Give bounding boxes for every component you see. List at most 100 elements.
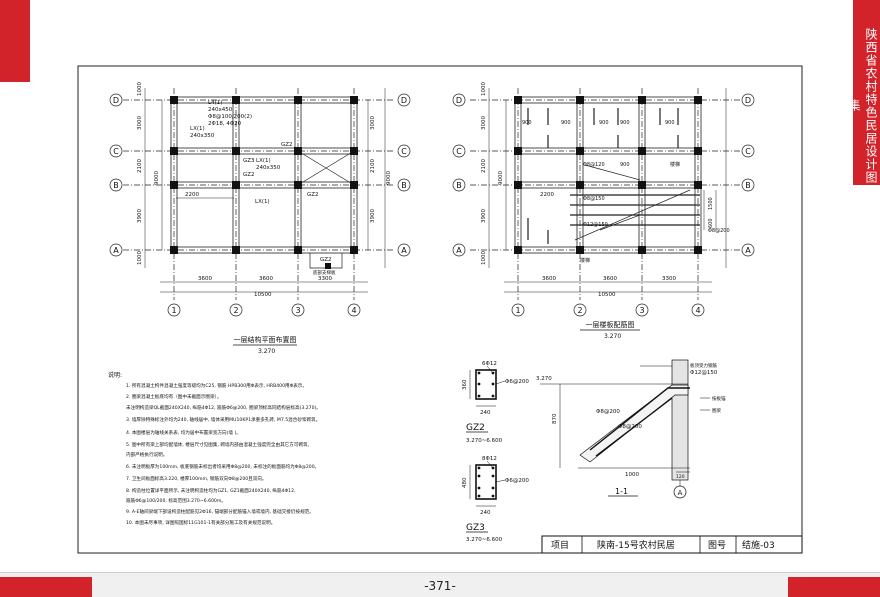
p2-dim-1000-bot: 1000 — [481, 251, 487, 265]
axis-bubble-c-left: C — [113, 147, 119, 156]
stair-diagonal-2 — [297, 150, 355, 186]
left-red-tab — [0, 0, 30, 82]
dim-col-10500: 10500 — [254, 292, 272, 298]
p2-dim-3600-a: 3600 — [542, 276, 556, 282]
note-5b: 内部严格执行说明。 — [126, 451, 167, 458]
label-lx2: LX(1) — [256, 158, 271, 164]
plan2-axis-bubbles: D C B A D C B A 1 2 3 4 — [452, 93, 755, 317]
right-red-tab: 陕西省农村特色民居设计图集 — [847, 0, 880, 185]
p2-dim-3900: 3900 — [481, 209, 487, 223]
title-project-name: 陕南-15号农村民居 — [597, 539, 675, 551]
p2-dim-3300: 3300 — [662, 276, 676, 282]
note-3: 3. 墙厚除特殊标注外均为240, 轴线居中, 墙体采用MU10KP1承重多孔砖… — [126, 416, 320, 423]
dim-left-9000: 9000 — [154, 171, 160, 185]
section-w1000: 1000 — [625, 472, 639, 478]
label-gz3: GZ3 — [243, 158, 255, 164]
section-top-note: 板顶受力钢筋 — [690, 362, 717, 369]
section-bar-1: Φ8@200 — [618, 424, 642, 430]
axis-bubble-b-left: B — [113, 181, 119, 190]
gz2-detail: 6Φ12 Φ6@200 360 240 GZ2 3.270~6.600 — [462, 361, 529, 444]
note-8b: 箍筋Φ6@100/200, 标高范围3.270~6.600m。 — [126, 497, 226, 504]
dim-2200: 2200 — [185, 192, 199, 198]
section-axis: A — [678, 489, 683, 497]
p2-bubble-b-right: B — [745, 181, 751, 190]
p2-bubble-2: 2 — [577, 306, 582, 315]
axis-bubble-d-left: D — [113, 96, 119, 105]
dim-left-3000: 3000 — [137, 116, 143, 130]
axis-bubble-a-right: A — [401, 246, 407, 255]
series-title: 陕西省农村特色民居设计图集 — [847, 27, 878, 184]
p2-bubble-1: 1 — [515, 306, 520, 315]
label-900-f: 900 — [620, 162, 630, 168]
label-note-r8: Φ8@200 — [708, 228, 730, 234]
dim-600: 600 — [708, 218, 714, 228]
p2-bubble-a-right: A — [745, 246, 751, 255]
label-900-a: 900 — [522, 120, 532, 126]
dim-col-3600-b: 3600 — [259, 276, 273, 282]
wall-1 — [170, 96, 178, 254]
section-h870: 870 — [552, 413, 558, 424]
label-stair-note: 底部支梯板 — [313, 269, 336, 276]
section-bar-2: Φ8@200 — [596, 409, 620, 415]
title-drawing-no: 结施-03 — [742, 539, 775, 551]
dim-left-2100: 2100 — [137, 159, 143, 173]
gz2-name: GZ2 — [466, 423, 485, 433]
plan2-title: 一层楼板配筋图 — [586, 320, 635, 329]
plan2-labels: 900 900 900 900 900 Φ8@120 900 Φ8@150 Φ1… — [522, 120, 730, 264]
dim-right-9000: 9000 — [386, 171, 392, 185]
gz2-width: 240 — [480, 410, 491, 416]
label-lx-low: LX(1) — [255, 199, 270, 205]
axis-bubble-4: 4 — [351, 306, 356, 315]
label-900-b: 900 — [561, 120, 571, 126]
axis-bubble-1: 1 — [171, 306, 176, 315]
dim-col-3300: 3300 — [318, 276, 332, 282]
plan1-level: 3.270 — [258, 348, 275, 355]
plan2-dims: 1000 3000 2100 3900 1000 9000 3600 3600 … — [481, 82, 676, 298]
note-9: 9. A-E轴间梁端下部设构造柱配筋见2Φ16, 锚端部分配筋锚入墙或墙内, 基… — [126, 508, 314, 515]
p2-dim-9000: 9000 — [498, 171, 504, 185]
label-lx1-size: 240x350 — [190, 133, 215, 139]
label-900-e: 900 — [665, 120, 675, 126]
axis-bubble-a-left: A — [113, 246, 119, 255]
dim-left-3900: 3900 — [137, 209, 143, 223]
p2-bubble-a-left: A — [456, 246, 462, 255]
plan-structural — [123, 88, 395, 300]
label-gz2-d: GZ2 — [320, 257, 332, 263]
footer-red-right — [788, 577, 880, 597]
notes-block: 说明: 1. 所有混凝土构件混凝土强度等级均为C25, 钢筋 HPB300用Φ表… — [108, 371, 321, 526]
note-6: 6. 未注明板厚为100mm, 板底钢筋未标出者均采用Φ8@200, 未标注的板… — [126, 463, 319, 470]
footer-red-left — [0, 577, 92, 597]
note-7: 7. 卫生间板面标高3.220, 楼厚100mm, 钢筋双向Φ8@200且双向。 — [126, 475, 267, 482]
footer-band — [0, 572, 880, 597]
title-block: 项目 陕南-15号农村民居 图号 结施-03 — [541, 535, 803, 554]
label-lx2-size: 240x350 — [256, 165, 281, 171]
gz2-range: 3.270~6.600 — [466, 438, 503, 444]
dim-left-1000-top: 1000 — [137, 82, 143, 96]
note-2: 2. 圈梁混凝土板底均有（图中未截面示圈梁）。 — [126, 393, 221, 400]
dim-right-2100: 2100 — [370, 159, 376, 173]
plan1-title-block: 一层结构平面布置图 3.270 — [233, 335, 297, 355]
p2-dim-3600-b: 3600 — [603, 276, 617, 282]
dim-left-1000-bot: 1000 — [137, 251, 143, 265]
axis-bubble-b-right: B — [401, 181, 407, 190]
gz2-top-bar: 6Φ12 — [482, 361, 497, 367]
title-project-label: 项目 — [551, 540, 569, 551]
plan1-dims: 1000 3000 2100 3900 1000 9000 3000 2100 … — [137, 82, 392, 298]
p2-dim-10500: 10500 — [598, 292, 616, 298]
axis-bubble-c-right: C — [401, 147, 407, 156]
label-l4-size: 240x450 — [208, 107, 233, 113]
note-2b: 未注明构造梁QL截面240X240, 纵筋4Φ12, 箍筋Φ6@200, 圈梁顶… — [126, 404, 321, 411]
p2-dim-1000-top: 1000 — [481, 82, 487, 96]
axis-bubble-3: 3 — [295, 306, 300, 315]
p2-bubble-c-left: C — [456, 147, 462, 156]
section-side-2: 圈梁 — [712, 407, 721, 414]
plan1-columns — [170, 96, 358, 269]
note-8: 8. 构造柱位置详平面所示, 未注明构造柱均为GZ1, GZ1截面240X240… — [126, 487, 296, 494]
p2-dim-2100: 2100 — [481, 159, 487, 173]
plan2-dim-lines — [488, 88, 727, 293]
p2-bubble-4: 4 — [695, 306, 700, 315]
plan1-title: 一层结构平面布置图 — [234, 335, 297, 344]
section-name: 1-1 — [615, 487, 628, 496]
dim-1500: 1500 — [708, 197, 714, 210]
